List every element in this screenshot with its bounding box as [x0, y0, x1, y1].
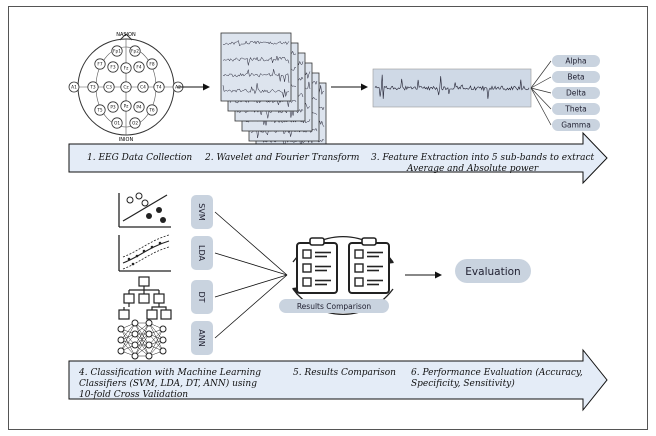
svg-text:O2: O2 [132, 121, 138, 127]
band-beta: Beta [552, 71, 600, 83]
transformed-signal-stack [220, 32, 327, 152]
step-4-line-2: Classifiers (SVM, LDA, DT, ANN) using [79, 378, 257, 389]
lda-regression-icon [118, 234, 171, 272]
electrode-f3: F3 [107, 61, 119, 73]
electrode-cz: Cz [120, 81, 132, 93]
svm-scatter-icon [118, 192, 171, 228]
svg-text:Gamma: Gamma [561, 121, 591, 130]
svg-text:P3: P3 [110, 105, 116, 111]
step-4-line-3: 10-fold Cross Validation [79, 390, 188, 400]
svg-text:C3: C3 [106, 85, 112, 91]
electrode-o2: O2 [129, 117, 141, 129]
step-3-label: 3. Feature Extraction into 5 sub-bands t… [371, 153, 594, 163]
classifier-ann: ANN [191, 321, 213, 355]
svg-text:ANN: ANN [197, 329, 206, 346]
svg-text:T5: T5 [96, 108, 103, 114]
svg-text:LDA: LDA [197, 245, 206, 261]
svg-text:F8: F8 [149, 62, 154, 68]
step-6-line-2: Specificity, Sensitivity) [411, 378, 515, 389]
svg-text:F7: F7 [97, 62, 102, 68]
classifier-list: SVM LDA DT ANN [191, 195, 213, 355]
electrode-fp2: Fp2 [129, 45, 141, 57]
electrode-p4: P4 [133, 101, 145, 113]
electrode-f8: F8 [146, 58, 158, 70]
electrode-fz: Fz [120, 62, 132, 74]
svg-text:F4: F4 [136, 65, 141, 71]
svg-text:Cz: Cz [123, 85, 129, 91]
svg-text:O1: O1 [114, 121, 120, 127]
classifier-dt: DT [191, 280, 213, 314]
electrode-t4: T4 [153, 81, 165, 93]
svg-text:T6: T6 [148, 108, 155, 114]
svg-text:Pz: Pz [124, 104, 130, 110]
step-1-label: 1. EEG Data Collection [87, 153, 192, 163]
electrode-c3: C3 [103, 81, 115, 93]
step-6-line-1: 6. Performance Evaluation (Accuracy, [411, 367, 583, 378]
svg-text:Beta: Beta [567, 73, 584, 82]
left-ear-electrode: A1 [68, 81, 80, 93]
classifier-lda: LDA [191, 236, 213, 270]
signal-panel [220, 32, 292, 102]
svg-text:Fz: Fz [124, 66, 129, 72]
svg-text:C4: C4 [140, 85, 146, 91]
top-step-arrow [68, 131, 608, 185]
svg-text:Theta: Theta [564, 105, 587, 114]
svg-text:Delta: Delta [566, 89, 586, 98]
svg-text:Fp1: Fp1 [113, 49, 121, 55]
results-comparison-icon [292, 236, 394, 315]
evaluation-label: Evaluation [465, 266, 520, 278]
svg-text:F3: F3 [110, 65, 115, 71]
bottom-step-arrow [68, 348, 608, 412]
electrode-pz: Pz [120, 100, 132, 112]
results-comparison-label: Results Comparison [297, 302, 372, 311]
svg-text:T3: T3 [89, 85, 96, 91]
inion-label: INION [119, 137, 134, 143]
band-delta: Delta [552, 87, 600, 99]
svg-text:Alpha: Alpha [565, 57, 586, 66]
electrode-t6: T6 [146, 104, 158, 116]
electrode-fp1: Fp1 [111, 45, 123, 57]
electrode-c4: C4 [137, 81, 149, 93]
classifier-connectors [214, 211, 288, 339]
svg-text:A2: A2 [175, 85, 181, 91]
step-4-line-1: 4. Classification with Machine Learning [78, 368, 261, 378]
feature-signal-panel [372, 68, 532, 108]
electrode-t5: T5 [94, 104, 106, 116]
nasion-label: NASION [116, 32, 136, 38]
band-theta: Theta [552, 103, 600, 115]
electrode-o1: O1 [111, 117, 123, 129]
svg-text:T4: T4 [155, 85, 162, 91]
svg-text:P4: P4 [136, 105, 142, 111]
svg-text:A1: A1 [71, 85, 77, 91]
svg-text:Fp2: Fp2 [131, 49, 139, 55]
decision-tree-icon [118, 276, 172, 320]
step-2-label: 2. Wavelet and Fourier Transform [204, 153, 359, 163]
band-gamma: Gamma [552, 119, 600, 131]
electrode-t3: T3 [87, 81, 99, 93]
evaluation-pill [455, 259, 531, 283]
band-alpha: Alpha [552, 55, 600, 67]
svg-text:SVM: SVM [197, 203, 206, 221]
step-3-sublabel: Average and Absolute power [406, 164, 539, 174]
neural-network-icon [117, 319, 167, 360]
electrode-p3: P3 [107, 101, 119, 113]
svg-text:DT: DT [197, 291, 206, 302]
electrode-f7: F7 [94, 58, 106, 70]
step-5-label: 5. Results Comparison [293, 368, 396, 378]
classifier-svm: SVM [191, 195, 213, 229]
electrode-f4: F4 [133, 61, 145, 73]
results-comparison-pill [279, 299, 389, 313]
